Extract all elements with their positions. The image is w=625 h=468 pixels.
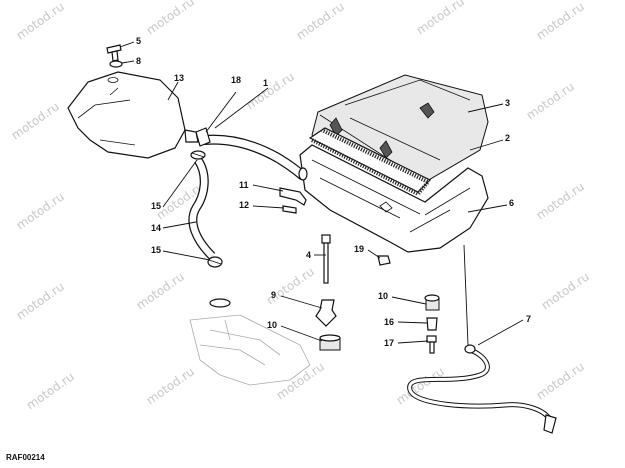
callout-12: 12 [239, 200, 249, 210]
part-11-bracket [279, 187, 307, 206]
watermark: motod.ru [9, 99, 62, 142]
drawing-code: RAF00214 [6, 453, 45, 462]
callout-15b: 15 [151, 245, 161, 255]
watermark: motod.ru [534, 0, 587, 42]
part-4-bolt [321, 234, 331, 284]
part-18-clip [184, 127, 211, 147]
watermark: motod.ru [14, 0, 67, 42]
watermark: motod.ru [534, 179, 587, 222]
watermark: motod.ru [414, 0, 467, 37]
callout-1: 1 [263, 78, 268, 88]
callout-14: 14 [151, 223, 161, 233]
watermark: motod.ru [264, 264, 317, 307]
callout-5: 5 [136, 36, 141, 46]
callout-19: 19 [354, 244, 364, 254]
part-17-screw [426, 335, 437, 354]
callout-11: 11 [239, 180, 249, 190]
part-8-washer [109, 60, 123, 68]
callout-13: 13 [174, 73, 184, 83]
callout-9: 9 [271, 290, 276, 300]
part-10-rubber-mount-right [424, 294, 440, 311]
part-16-spacer [426, 317, 438, 331]
part-12-pin [282, 205, 297, 214]
callout-8: 8 [136, 56, 141, 66]
watermark: motod.ru [524, 79, 577, 122]
part-5-screw [106, 44, 122, 62]
callout-7: 7 [526, 314, 531, 324]
part-15-clamp-lower [207, 256, 223, 268]
watermark: motod.ru [14, 279, 67, 322]
callout-10a: 10 [378, 291, 388, 301]
watermark: motod.ru [14, 189, 67, 232]
watermark-layer: motod.ru motod.ru motod.ru motod.ru moto… [9, 0, 592, 412]
watermark: motod.ru [244, 69, 297, 112]
part-9-bushing [315, 299, 337, 327]
watermark: motod.ru [144, 0, 197, 37]
callout-2: 2 [505, 133, 510, 143]
callout-15a: 15 [151, 201, 161, 211]
part-6-airbox-base [299, 144, 489, 253]
part-15-clamp-upper [190, 150, 206, 160]
callout-labels: 1 2 3 4 5 6 7 8 9 10 10 11 12 13 14 15 1… [136, 36, 531, 348]
callout-4: 4 [306, 250, 311, 260]
watermark: motod.ru [294, 0, 347, 42]
watermark: motod.ru [144, 364, 197, 407]
callout-3: 3 [505, 98, 510, 108]
watermark: motod.ru [534, 359, 587, 402]
leader-lines [119, 41, 524, 346]
callout-6: 6 [509, 198, 514, 208]
callout-17: 17 [384, 338, 394, 348]
part-1-breather-hose [200, 134, 308, 181]
callout-16: 16 [384, 317, 394, 327]
engine-outline [189, 298, 311, 386]
part-14-hose [188, 157, 216, 260]
callout-18: 18 [231, 75, 241, 85]
watermark: motod.ru [134, 269, 187, 312]
part-19-nut [377, 255, 391, 266]
part-10-rubber-mount-lower [319, 334, 341, 351]
callout-10b: 10 [267, 320, 277, 330]
watermark: motod.ru [539, 269, 592, 312]
part-13-tank [67, 71, 186, 159]
watermark: motod.ru [24, 369, 77, 412]
part-7-drain-hose [407, 344, 557, 434]
